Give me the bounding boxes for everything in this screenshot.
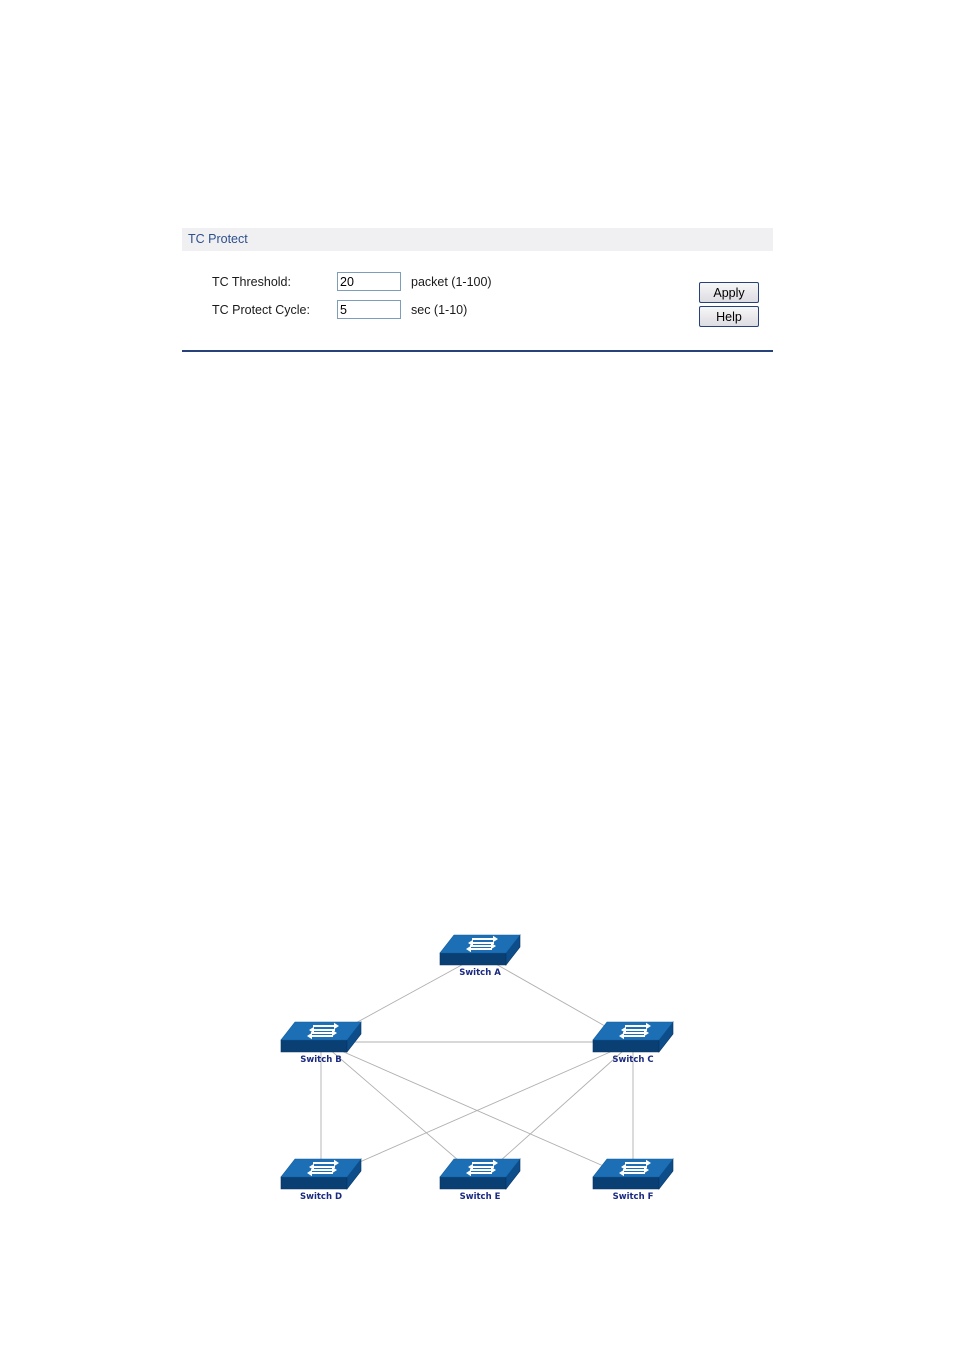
- switch-e-icon: [440, 1159, 520, 1189]
- switch-c-icon: [593, 1022, 673, 1052]
- switch-a-label: Switch A: [459, 968, 501, 978]
- link-b-e: [321, 1042, 480, 1179]
- switch-e-label: Switch E: [460, 1192, 501, 1202]
- switch-b-label: Switch B: [300, 1055, 341, 1065]
- switch-f-icon: [593, 1159, 673, 1189]
- switch-c-label: Switch C: [612, 1055, 653, 1065]
- switch-a-icon: [440, 935, 520, 965]
- link-c-e: [480, 1042, 633, 1179]
- switch-b-icon: [281, 1022, 361, 1052]
- switch-d-icon: [281, 1159, 361, 1189]
- switch-f-label: Switch F: [613, 1192, 654, 1202]
- switch-d-label: Switch D: [300, 1192, 342, 1202]
